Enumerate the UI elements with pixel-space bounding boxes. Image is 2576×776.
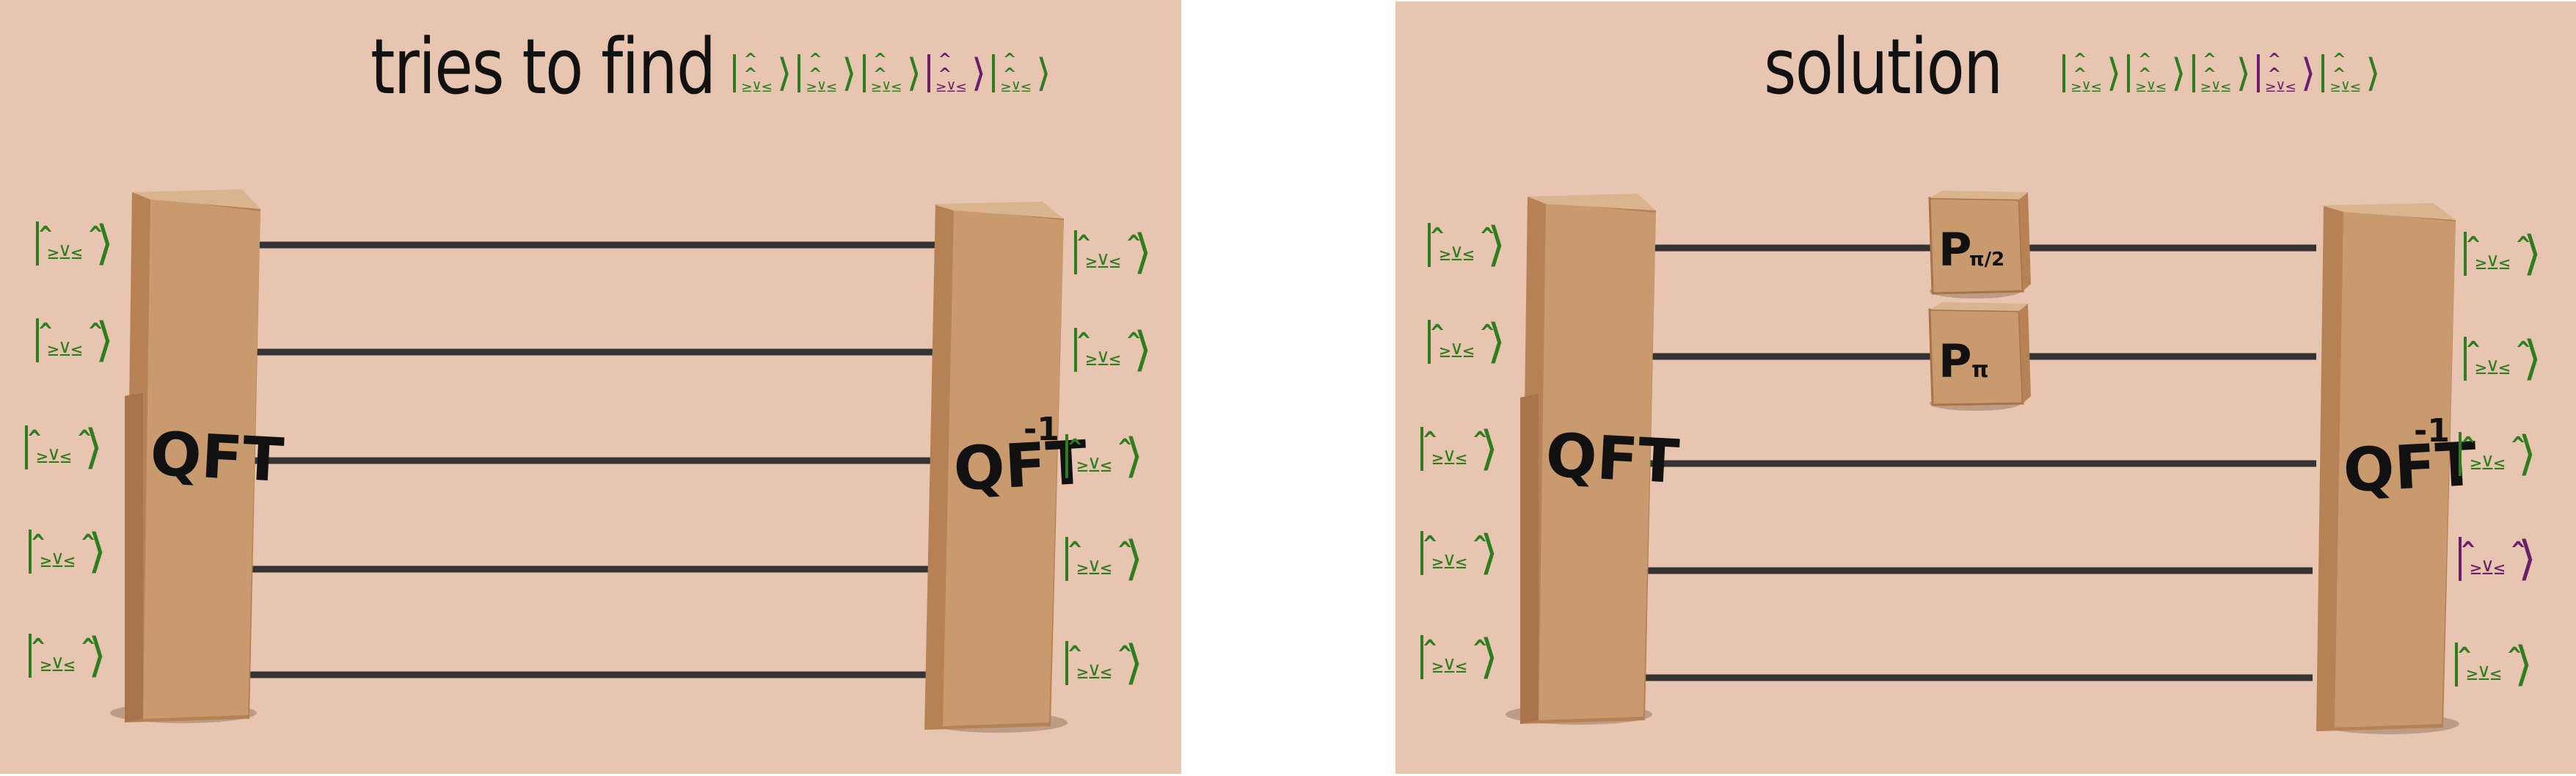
right-input-4: ^ ^≥⊻≤⟩	[1417, 530, 1506, 576]
left-panel: tries to find ^ ^≥⊻≤⟩^ ^≥⊻≤⟩^ ^≥⊻≤⟩^ ^≥⊻…	[0, 0, 1181, 774]
left-output-2: ^ ^≥⊻≤⟩	[1071, 326, 1160, 373]
left-input-3: ^ ^≥⊻≤⟩	[22, 424, 111, 471]
qft-box: QFT	[1506, 194, 1681, 725]
right-wires	[1641, 244, 2316, 681]
right-output-2: ^ ^≥⊻≤⟩	[2461, 335, 2550, 382]
phase-gate-2: P π	[1928, 302, 2031, 411]
left-input-ket-2: ^ ^≥⊻≤⟩	[33, 317, 122, 364]
right-output-5: ^ ^≥⊻≤⟩	[2452, 641, 2541, 688]
left-output-3: ^ ^≥⊻≤⟩	[1062, 433, 1151, 480]
left-input-ket-3: ^ ^≥⊻≤⟩	[22, 424, 111, 471]
left-wires	[246, 241, 935, 678]
qft-label: QFT	[1544, 421, 1680, 497]
right-input-5: ^ ^≥⊻≤⟩	[1417, 634, 1506, 681]
right-output-ket-1: ^ ^≥⊻≤⟩	[2461, 230, 2550, 277]
left-input-2: ^ ^≥⊻≤⟩	[33, 317, 122, 364]
right-target-ket-1: ^ ^≥⊻≤⟩	[2059, 52, 2124, 94]
right-target-ket-3: ^ ^≥⊻≤⟩	[2189, 52, 2254, 94]
left-input-ket-4: ^ ^≥⊻≤⟩	[26, 528, 114, 575]
right-input-ket-4: ^ ^≥⊻≤⟩	[1417, 530, 1506, 576]
right-target-ket-5: ^ ^≥⊻≤⟩	[2318, 52, 2383, 94]
left-output-ket-5: ^ ^≥⊻≤⟩	[1062, 640, 1151, 687]
right-output-1: ^ ^≥⊻≤⟩	[2461, 230, 2550, 277]
iqft-label: QFT	[2341, 430, 2478, 506]
right-output-ket-5: ^ ^≥⊻≤⟩	[2452, 641, 2541, 688]
right-input-ket-2: ^ ^≥⊻≤⟩	[1425, 318, 1514, 365]
qft-label: QFT	[148, 420, 285, 496]
phase-gate-2-arg: π	[1971, 357, 1989, 383]
phase-gate-2-label: P	[1938, 334, 1971, 388]
right-input-ket-3: ^ ^≥⊻≤⟩	[1417, 425, 1506, 472]
left-circuit: QFT QFT -1	[110, 189, 1089, 733]
left-input-5: ^ ^≥⊻≤⟩	[26, 632, 114, 679]
right-target-state: ^ ^≥⊻≤⟩^ ^≥⊻≤⟩^ ^≥⊻≤⟩^ ^≥⊻≤⟩^ ^≥⊻≤⟩	[2059, 52, 2383, 94]
iqft-exponent: -1	[1024, 411, 1059, 448]
right-input-ket-5: ^ ^≥⊻≤⟩	[1417, 634, 1506, 681]
right-output-ket-3: ^ ^≥⊻≤⟩	[2456, 431, 2544, 477]
phase-gate-1-label: P	[1938, 223, 1971, 277]
right-input-3: ^ ^≥⊻≤⟩	[1417, 425, 1506, 472]
left-output-1: ^ ^≥⊻≤⟩	[1071, 229, 1160, 276]
left-output-ket-1: ^ ^≥⊻≤⟩	[1071, 229, 1160, 276]
left-input-1: ^ ^≥⊻≤⟩	[33, 220, 122, 267]
left-target-state: ^ ^≥⊻≤⟩^ ^≥⊻≤⟩^ ^≥⊻≤⟩^ ^≥⊻≤⟩^ ^≥⊻≤⟩	[730, 52, 1054, 94]
qft-box: QFT	[110, 189, 285, 723]
left-target-ket-1: ^ ^≥⊻≤⟩	[730, 52, 795, 94]
left-title: tries to find	[371, 22, 716, 111]
left-target-ket-3: ^ ^≥⊻≤⟩	[860, 52, 924, 94]
right-target-ket-2: ^ ^≥⊻≤⟩	[2124, 52, 2189, 94]
iqft-box: QFT -1	[2316, 203, 2478, 734]
right-panel: solution ^ ^≥⊻≤⟩^ ^≥⊻≤⟩^ ^≥⊻≤⟩^ ^≥⊻≤⟩^ ^…	[1395, 1, 2576, 774]
right-output-ket-2: ^ ^≥⊻≤⟩	[2461, 335, 2550, 382]
left-output-ket-4: ^ ^≥⊻≤⟩	[1062, 535, 1151, 582]
left-input-ket-1: ^ ^≥⊻≤⟩	[33, 220, 122, 267]
right-output-3: ^ ^≥⊻≤⟩	[2456, 431, 2544, 477]
right-output-4: ^ ^≥⊻≤⟩	[2456, 535, 2544, 582]
left-target-ket-2: ^ ^≥⊻≤⟩	[795, 52, 859, 94]
right-title: solution	[1764, 22, 2003, 111]
right-input-ket-1: ^ ^≥⊻≤⟩	[1425, 222, 1514, 268]
left-output-4: ^ ^≥⊻≤⟩	[1062, 535, 1151, 582]
iqft-exponent: -1	[2414, 412, 2450, 450]
left-input-4: ^ ^≥⊻≤⟩	[26, 528, 114, 575]
right-input-1: ^ ^≥⊻≤⟩	[1425, 222, 1514, 268]
left-output-ket-3: ^ ^≥⊻≤⟩	[1062, 433, 1151, 480]
right-input-2: ^ ^≥⊻≤⟩	[1425, 318, 1514, 365]
right-output-ket-4: ^ ^≥⊻≤⟩	[2456, 535, 2544, 582]
left-target-ket-4: ^ ^≥⊻≤⟩	[924, 52, 989, 94]
right-circuit: P π/2 P π QFT QFT -1	[1506, 191, 2478, 734]
phase-gate-1-arg: π/2	[1969, 249, 2004, 271]
right-target-ket-4: ^ ^≥⊻≤⟩	[2254, 52, 2318, 94]
iqft-box: QFT -1	[924, 202, 1089, 733]
left-output-5: ^ ^≥⊻≤⟩	[1062, 640, 1151, 687]
phase-gate-1: P π/2	[1928, 191, 2031, 299]
left-output-ket-2: ^ ^≥⊻≤⟩	[1071, 326, 1160, 373]
left-input-ket-5: ^ ^≥⊻≤⟩	[26, 632, 114, 679]
left-target-ket-5: ^ ^≥⊻≤⟩	[989, 52, 1054, 94]
